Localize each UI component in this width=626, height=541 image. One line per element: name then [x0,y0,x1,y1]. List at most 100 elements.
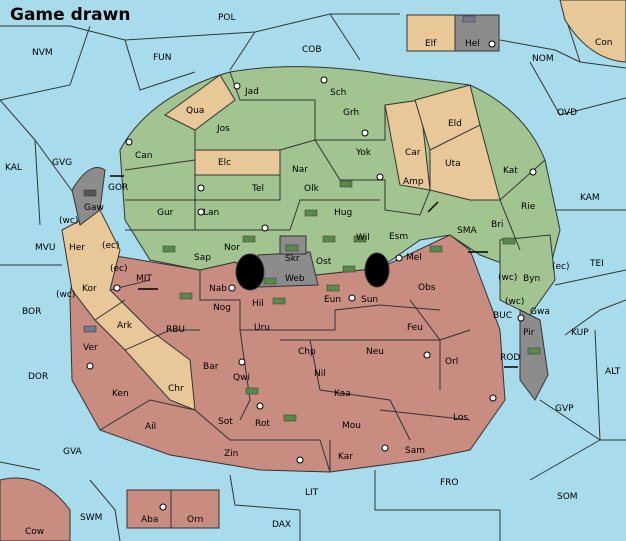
territory-label-orl: Orl [445,357,458,367]
sea-label-lit: LIT [305,488,319,498]
sea-label-mvu: MVU [35,243,56,253]
territory-label-car: Car [405,148,421,158]
territory-borders [94,71,546,473]
sea-label-kam: KAM [580,193,600,203]
territory-label-ken: Ken [112,389,129,399]
sea-label-cob: COB [302,45,322,55]
territory-label-hil: Hil [252,299,264,309]
sea-label-fun: FUN [153,53,172,63]
territory-label-zin: Zin [224,449,238,459]
sea-label-kal: KAL [5,163,22,173]
sea-label-gva: GVA [63,447,83,457]
territory-label-can: Can [135,151,153,161]
territory-label-tel: Tel [251,184,264,194]
territory-label-nil: Nil [314,369,326,379]
territory-label-sch: Sch [330,88,346,98]
territory-label-feu: Feu [407,323,423,333]
territory-label-gur: Gur [157,208,174,218]
territory-label-byn: Byn [523,274,540,284]
territory-label-neu: Neu [366,347,384,357]
territory-label-esm: Esm [389,232,408,242]
sea-label-gvg: GVG [52,158,72,168]
sea-label-sma: SMA [457,226,477,236]
territory-label-uta: Uta [445,159,461,169]
territory-label-jos: Jos [216,124,230,134]
coast-label-ec2: (ec) [110,264,128,274]
territory-label-nar: Nar [292,165,308,175]
territory-label-kar: Kar [338,452,353,462]
sea-label-nom: NOM [532,54,554,64]
territory-label-aba: Aba [141,515,158,525]
sea-label-ovd: OVD [557,108,577,118]
sea-label-dax: DAX [272,520,291,530]
sea-label-tei: TEI [589,259,604,269]
coast-label-ec1: (ec) [102,241,120,251]
territory-label-jad: Jad [244,87,259,97]
territory-label-bar: Bar [203,362,219,372]
sea-label-bor: BOR [22,307,41,317]
sea-label-rbu: RBU [166,325,185,335]
units[interactable] [83,15,541,422]
sea-label-gvp: GVP [555,404,574,414]
territory-label-sam: Sam [405,446,425,456]
sea-label-cow: Cow [25,527,44,537]
territory-label-gwa: Gwa [530,307,550,317]
territory-label-ail: Ail [145,422,156,432]
coast-label-wc4: (wc) [505,297,524,307]
territory-label-olk: Olk [304,184,320,194]
coast-label-ec3: (ec) [552,262,570,272]
territory-label-rie: Rie [521,202,536,212]
territory-label-qua: Qua [186,106,204,116]
coast-label-wc3: (wc) [498,273,517,283]
territory-label-qwi: Qwi [233,373,250,383]
sea-label-swm: SWM [80,513,102,523]
territory-label-rot: Rot [255,419,270,429]
territory-label-lan: Lan [203,208,219,218]
arrows [110,175,518,368]
territory-label-wil: Wil [356,233,370,243]
territory-label-nor: Nor [224,243,240,253]
territory-label-obs: Obs [418,283,436,293]
territory-label-hel: Hel [465,39,480,49]
sea-label-mit: MIT [136,274,152,284]
supply-centers [86,40,537,511]
territory-label-amp: Amp [403,177,424,187]
territory-label-elf: Elf [425,39,437,49]
territory-label-kat: Kat [503,166,518,176]
territory-label-ark: Ark [117,321,133,331]
territory-label-mou: Mou [342,421,361,431]
territory-label-pir: Pir [523,328,535,338]
territory-label-hug: Hug [334,208,352,218]
territory-label-sot: Sot [218,417,233,427]
territory-label-uru: Uru [254,323,270,333]
territory-label-sap: Sap [194,253,211,263]
sea-label-rod: ROD [500,353,520,363]
territory-label-skr: Skr [285,254,300,264]
sea-label-pol: POL [218,13,236,23]
sea-label-som: SOM [557,492,578,502]
territory-label-mel: Mel [406,253,422,263]
territory-label-elc: Elc [218,158,231,168]
territory-label-ver: Ver [83,343,98,353]
territory-label-nab: Nab [209,284,227,294]
territory-label-orn: Orn [187,515,203,525]
sea-label-fro: FRO [440,478,459,488]
sea-label-kup: KUP [571,328,589,338]
territory-label-sun: Sun [361,295,378,305]
territory-label-los: Los [453,413,468,423]
territory-label-eun: Eun [324,295,341,305]
territory-label-chp: Chp [298,347,316,357]
territory-label-grh: Grh [343,108,359,118]
territory-label-yok: Yok [355,148,372,158]
territory-label-kaa: Kaa [334,389,351,399]
territory-label-web: Web [285,274,305,284]
territory-label-kor: Kor [82,284,97,294]
coast-label-wc2: (wc) [56,290,75,300]
territory-label-ost: Ost [316,257,332,267]
sea-label-con: Con [595,38,613,48]
sea-label-dor: DOR [28,372,48,382]
coast-label-wc1: (wc) [59,216,78,226]
